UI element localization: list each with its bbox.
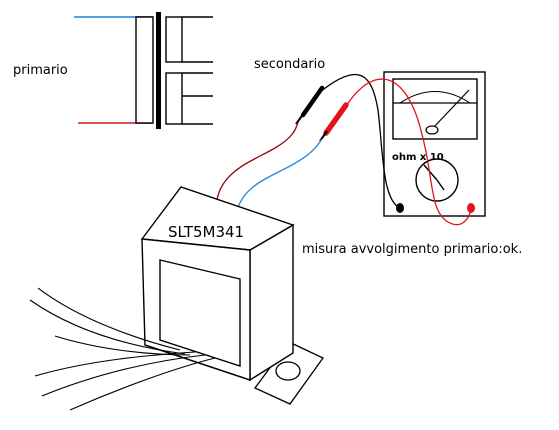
transformer-core-window — [159, 259, 241, 367]
meter-scale-label: ohm x 10 — [392, 152, 444, 163]
cable-bundle — [29, 287, 216, 411]
transformer-lead-blue — [236, 138, 323, 211]
analog-multimeter-icon: ohm x 10 — [383, 71, 486, 217]
black-test-lead — [319, 73, 401, 209]
transformer-lead-dark-red — [216, 121, 299, 201]
transformer-core — [156, 12, 161, 129]
transformer-icon — [140, 186, 324, 405]
meter-needle — [432, 89, 470, 129]
schematic-transformer-symbol — [74, 12, 213, 129]
meter-knob-pointer — [423, 164, 438, 181]
primary-winding — [135, 16, 154, 124]
meter-scale-arc — [399, 91, 471, 104]
meter-needle-pivot — [425, 125, 439, 135]
secondary-winding-upper — [165, 16, 183, 63]
test-leads — [295, 73, 472, 226]
secondary-winding-lower — [165, 72, 183, 125]
secondary-label: secondario — [254, 57, 325, 72]
measurement-caption: misura avvolgimento primario:ok. — [302, 242, 522, 257]
red-probe-icon — [319, 102, 349, 142]
meter-dial-window — [392, 78, 478, 140]
mounting-hole — [275, 361, 301, 381]
black-probe-icon — [295, 85, 325, 125]
transformer-side-face — [249, 223, 294, 382]
transformer-model-label: SLT5M341 — [168, 223, 244, 241]
red-test-lead — [344, 78, 472, 226]
primary-label: primario — [13, 63, 68, 78]
meter-knob-pointer-2 — [436, 179, 445, 191]
